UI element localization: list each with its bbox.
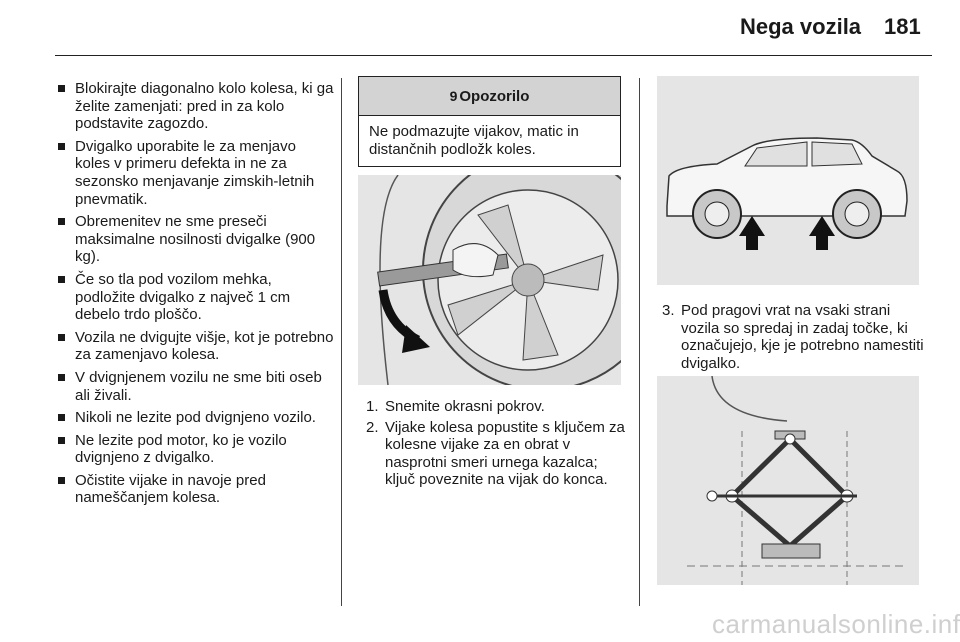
scissor-jack-illustration	[657, 375, 919, 585]
list-item: 1.Snemite okrasni pokrov.	[366, 398, 545, 415]
bullet-square-icon	[58, 85, 65, 92]
warning-triangle-icon: 9	[449, 88, 458, 104]
list-item: Če so tla pod vozilom mehka, podložite d…	[55, 271, 335, 324]
bullet-square-icon	[58, 275, 65, 283]
wheel-wrench-illustration	[358, 149, 664, 391]
car-side-drawing	[666, 137, 908, 250]
list-item: 3.Pod pragovi vrat na vsaki strani vozil…	[662, 302, 924, 372]
list-item: Dvigalko uporabite le za menjavo koles v…	[55, 138, 335, 208]
steps-list-middle: 1.Snemite okrasni pokrov. 2.Vijake koles…	[366, 398, 630, 492]
column-divider-right	[639, 78, 640, 606]
list-item: Nikoli ne lezite pod dvignjeno vozilo.	[55, 409, 335, 427]
warning-title: Opozorilo	[459, 87, 530, 105]
car-jacking-points-illustration	[657, 76, 919, 285]
watermark: carmanualsonline.info	[712, 609, 960, 639]
list-item: V dvignjenem vozilu ne sme biti oseb ali…	[55, 369, 335, 404]
header-rule	[55, 55, 932, 56]
list-item: Vozila ne dvigujte višje, kot je potrebn…	[55, 329, 335, 364]
warning-text: Ne podmazujte vijakov, matic in distančn…	[369, 123, 579, 158]
bullet-list: Blokirajte diagonalno kolo kolesa, ki ga…	[55, 80, 335, 512]
scissor-jack-drawing	[687, 375, 907, 585]
bullet-square-icon	[58, 436, 65, 444]
steps-list-right: 3.Pod pragovi vrat na vsaki strani vozil…	[662, 302, 932, 375]
bullet-square-icon	[58, 142, 65, 150]
column-divider-left	[341, 78, 342, 606]
warning-box: 9 Opozorilo Ne podmazujte vijakov, matic…	[358, 76, 621, 167]
list-item: Blokirajte diagonalno kolo kolesa, ki ga…	[55, 80, 335, 133]
page-section-title: Nega vozila	[740, 14, 862, 39]
bullet-square-icon	[58, 218, 65, 226]
list-item: Obremenitev ne sme preseči maksimalne no…	[55, 213, 335, 266]
bullet-square-icon	[58, 414, 65, 422]
warning-header: 9 Opozorilo	[359, 77, 620, 116]
page-number: 181	[884, 14, 921, 39]
list-item: 2.Vijake kolesa popustite s ključem za k…	[366, 418, 625, 489]
wheel-wrench-drawing	[377, 149, 664, 391]
bullet-square-icon	[58, 333, 65, 341]
list-item: Ne lezite pod motor, ko je vozilo dvignj…	[55, 432, 335, 467]
bullet-square-icon	[58, 373, 65, 381]
bullet-square-icon	[58, 476, 65, 484]
list-item: Očistite vijake in navoje pred nameščanj…	[55, 472, 335, 507]
